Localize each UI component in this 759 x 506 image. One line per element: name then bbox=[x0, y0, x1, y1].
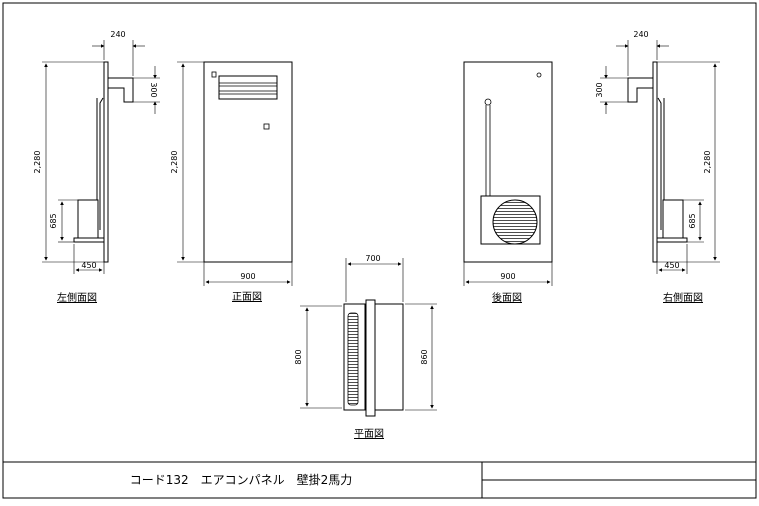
dim-front-height: 2,280 bbox=[170, 151, 179, 174]
left-side-view: 240 2,280 300 685 450 左側面図 bbox=[33, 30, 160, 304]
label-right-side-view: 右側面図 bbox=[663, 291, 703, 304]
label-plan-view: 平面図 bbox=[354, 428, 384, 440]
dim-plan-top: 700 bbox=[365, 254, 380, 263]
label-rear-view: 後面図 bbox=[492, 291, 522, 304]
dim-left-height: 2,280 bbox=[33, 151, 42, 174]
right-side-view: 240 300 2,280 685 450 右側面図 bbox=[595, 30, 720, 304]
dim-right-bracket: 300 bbox=[595, 82, 604, 97]
dim-left-base: 450 bbox=[81, 261, 96, 270]
front-view: 2,280 900 正面図 bbox=[170, 61, 293, 303]
dim-left-top: 240 bbox=[110, 30, 125, 39]
dim-left-unit: 685 bbox=[49, 213, 58, 228]
dim-plan-left: 800 bbox=[294, 349, 303, 364]
sheet-border bbox=[2, 2, 757, 499]
dim-plan-right: 860 bbox=[420, 349, 429, 364]
dim-front-width: 900 bbox=[240, 272, 255, 281]
title-block: コード132 エアコンパネル 壁掛2馬力 bbox=[3, 461, 756, 498]
label-left-side-view: 左側面図 bbox=[57, 291, 97, 304]
dim-right-base: 450 bbox=[664, 261, 679, 270]
dim-left-bracket: 300 bbox=[149, 82, 158, 97]
label-front-view: 正面図 bbox=[232, 291, 262, 303]
rear-view: 900 後面図 bbox=[463, 61, 553, 304]
dim-right-height: 2,280 bbox=[703, 151, 712, 174]
dim-right-top: 240 bbox=[633, 30, 648, 39]
drawing-title: コード132 エアコンパネル 壁掛2馬力 bbox=[130, 472, 353, 487]
dim-rear-width: 900 bbox=[500, 272, 515, 281]
dim-right-unit: 685 bbox=[688, 213, 697, 228]
plan-view: 700 800 860 平面図 bbox=[294, 254, 437, 440]
